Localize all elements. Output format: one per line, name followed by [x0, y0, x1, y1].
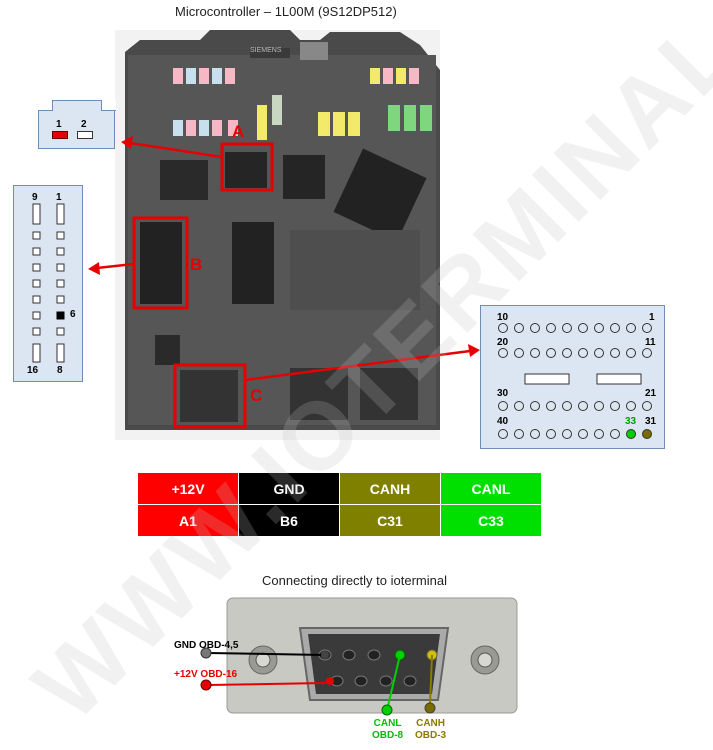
pin-label: 6	[70, 309, 76, 320]
marker-c: C	[250, 386, 263, 405]
pin-label: 31	[645, 416, 657, 427]
pin-a1	[52, 131, 68, 139]
pin-label: 1	[56, 192, 62, 203]
pin-label: 30	[497, 388, 509, 399]
connector-c-diagram: 10 1 20 11 30 21 40 33 31	[480, 305, 665, 449]
pin-b6: B6	[238, 504, 340, 537]
brand-label: SIEMENS	[250, 47, 282, 54]
pin-label: 16	[27, 365, 39, 376]
pin-label: 1	[649, 312, 655, 323]
gnd-label: GND OBD-4,5	[174, 640, 239, 651]
canh-label: CANH OBD-3	[415, 718, 447, 741]
marker-a: A	[232, 122, 245, 141]
pin-a1: A1	[137, 504, 239, 537]
pin-label: 8	[57, 365, 63, 376]
table-row: +12V GND CANH CANL	[137, 472, 542, 505]
header-canh: CANH	[339, 472, 441, 505]
canl-label: CANL OBD-8	[372, 718, 404, 741]
header-12v: +12V	[137, 472, 239, 505]
pin-label: 21	[645, 388, 657, 399]
header-gnd: GND	[238, 472, 340, 505]
pin-label: 9	[32, 192, 38, 203]
pin-label: 11	[645, 337, 656, 348]
pin-label: 40	[497, 416, 509, 427]
table-row: A1 B6 C31 C33	[137, 504, 542, 537]
connector-b-diagram: 9 1 6 16 8	[13, 185, 83, 382]
marker-b: B	[190, 255, 203, 274]
pin-label: 2	[81, 119, 87, 130]
pin-a2	[77, 131, 93, 139]
pin-label: 1	[56, 119, 62, 130]
pin-label: 20	[497, 337, 509, 348]
pin-table: +12V GND CANH CANL A1 B6 C31 C33	[137, 472, 542, 537]
pin-c31: C31	[339, 504, 441, 537]
header-canl: CANL	[440, 472, 542, 505]
v12-label: +12V OBD-16	[174, 669, 238, 680]
pin-label: 33	[625, 416, 637, 427]
connector-a-diagram: 1 2	[38, 100, 116, 149]
page-title: Microcontroller – 1L00M (9S12DP512)	[175, 4, 397, 19]
pin-label: 10	[497, 312, 509, 323]
pin-c33: C33	[440, 504, 542, 537]
db9-title: Connecting directly to ioterminal	[262, 573, 447, 588]
